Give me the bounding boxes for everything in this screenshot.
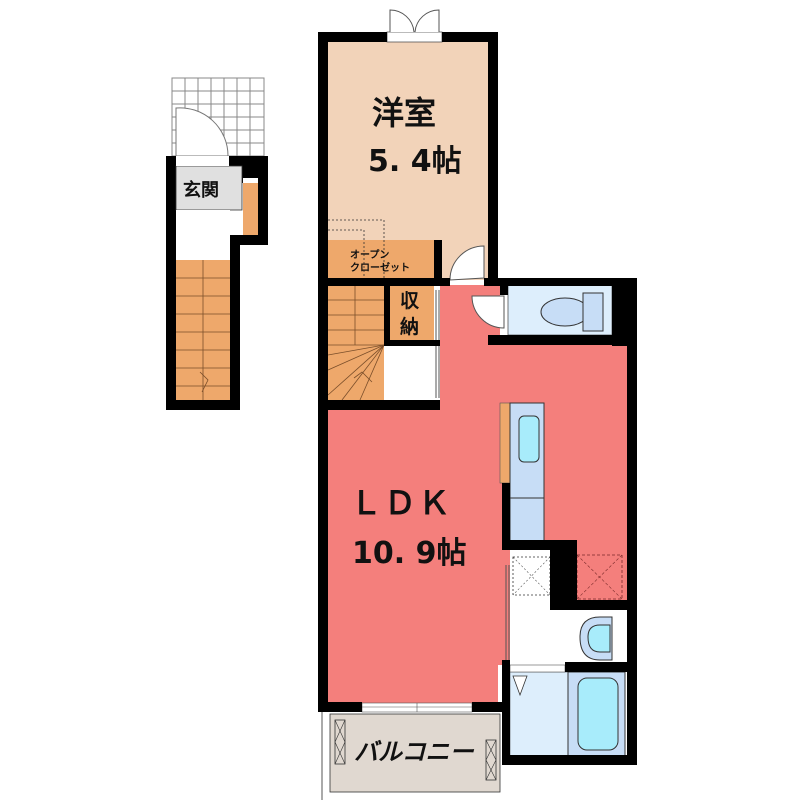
entrance-door-swing bbox=[175, 107, 229, 157]
ldk-size-text: 10. 9帖 bbox=[352, 536, 467, 571]
toilet-bowl bbox=[540, 297, 590, 327]
western-room-door bbox=[449, 245, 485, 281]
storage-label: 収 納 bbox=[400, 288, 419, 340]
open-closet-floor bbox=[328, 240, 434, 278]
balcony-label: バルコニー bbox=[354, 732, 474, 767]
ldk-label: ＬＤＫ bbox=[350, 478, 452, 524]
western-room-label: 洋室 bbox=[372, 88, 436, 134]
storage-line1: 収 bbox=[400, 290, 420, 312]
entrance-label: 玄関 bbox=[183, 176, 219, 202]
kitchen-sink bbox=[518, 415, 540, 463]
ldk-floor bbox=[328, 285, 627, 710]
ldk-size: 10. 9帖 bbox=[352, 528, 466, 572]
open-closet-line2: クローゼット bbox=[350, 263, 410, 274]
storage-floor bbox=[390, 285, 434, 345]
open-closet-label: オープン クローゼット bbox=[350, 249, 410, 275]
western-room-size-text: 5. 4帖 bbox=[368, 144, 462, 179]
storage-line2: 納 bbox=[400, 316, 420, 338]
stairs-main bbox=[328, 285, 384, 400]
balcony-floor bbox=[329, 713, 501, 793]
toilet-door bbox=[471, 295, 505, 329]
ldk-name: ＬＤＫ bbox=[350, 484, 453, 522]
toilet-tank bbox=[582, 292, 604, 332]
walls bbox=[318, 32, 637, 765]
entrance-name: 玄関 bbox=[183, 180, 219, 201]
open-closet-line1: オープン bbox=[350, 250, 390, 261]
western-room-size: 5. 4帖 bbox=[368, 136, 462, 180]
western-room-name: 洋室 bbox=[372, 94, 437, 132]
balcony-name: バルコニー bbox=[354, 738, 474, 766]
